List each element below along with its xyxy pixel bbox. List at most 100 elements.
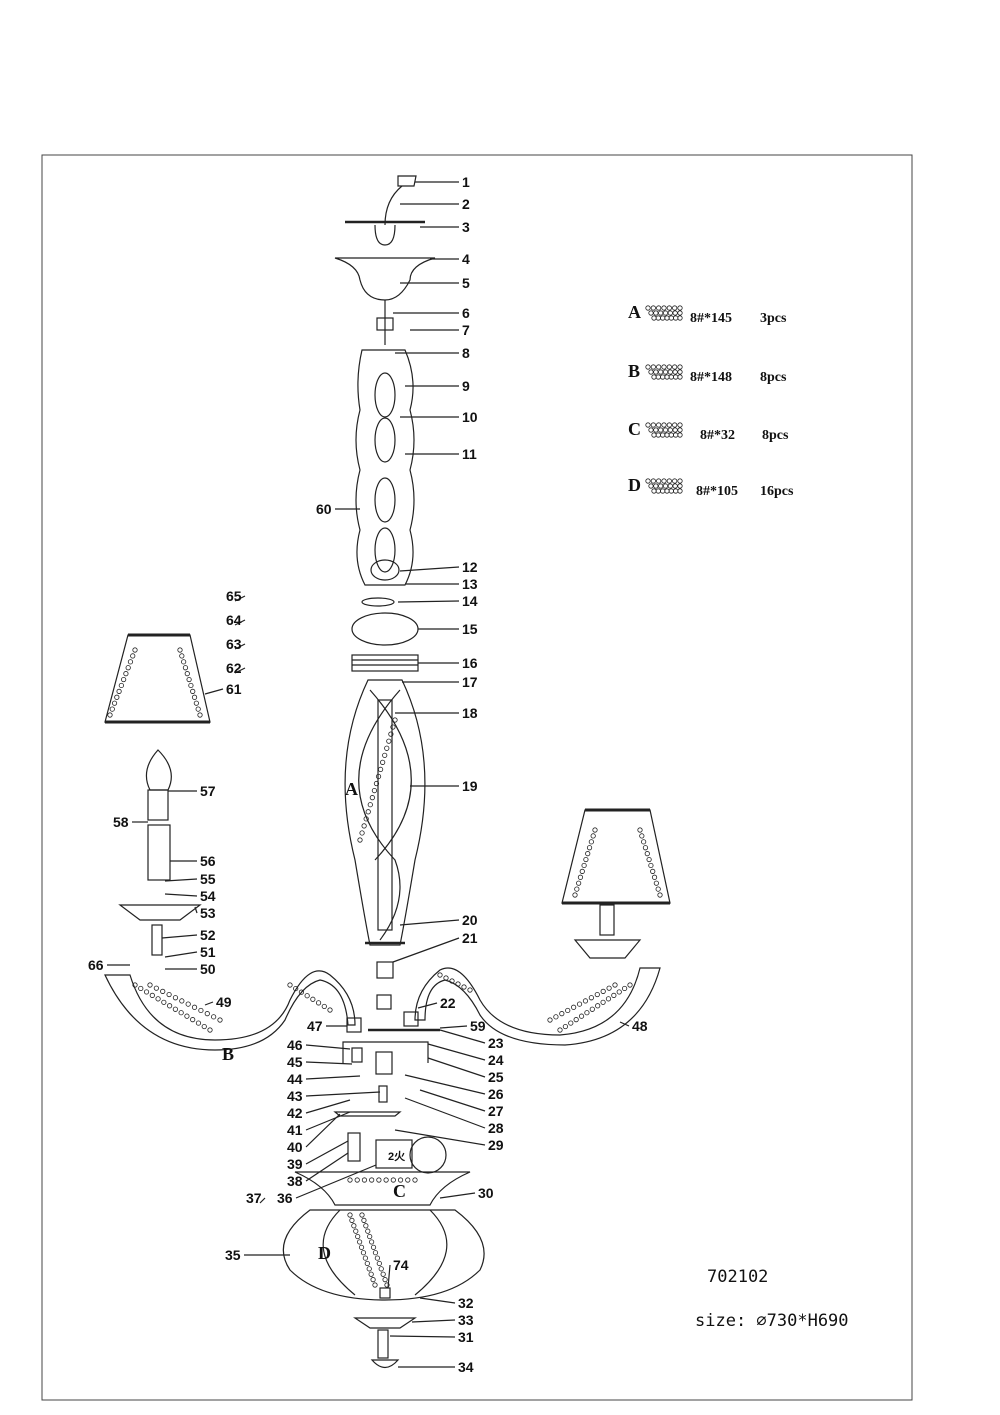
crystal-bead: [217, 1017, 223, 1023]
legend-spec: 8#*32: [700, 428, 735, 443]
crystal-bead: [304, 993, 310, 999]
part-label-52: 52: [161, 927, 216, 943]
crystal-bead: [358, 1244, 365, 1250]
crystal-bead: [375, 773, 382, 780]
crystal-bead: [547, 1017, 553, 1023]
part-number: 21: [462, 930, 478, 946]
part-number: 16: [462, 655, 478, 671]
crystal-bead: [677, 488, 683, 494]
crystal-bead: [650, 305, 656, 311]
part-label-31: 31: [389, 1329, 474, 1345]
crystal-bead: [672, 310, 678, 316]
crystal-bead: [657, 892, 663, 898]
crystal-bead: [355, 1233, 361, 1240]
crystal-bead: [195, 706, 201, 712]
chandelier-parts: [104, 175, 671, 1369]
part-number: 59: [470, 1018, 486, 1034]
crystal-bead: [397, 1177, 404, 1183]
crystal-bead: [293, 985, 299, 992]
crystal-bead: [370, 1244, 377, 1250]
part-label-53: 53: [194, 905, 216, 921]
crystal-bead: [662, 483, 669, 489]
legend-qty: 8pcs: [760, 370, 787, 385]
crystal-bead: [392, 717, 398, 723]
part-label-5: 5: [400, 275, 470, 291]
leader-line: [305, 1111, 351, 1131]
crystal-bead: [347, 1212, 353, 1218]
crystal-bead: [380, 1271, 386, 1277]
crystal-bead: [287, 982, 293, 988]
crystal-bead: [653, 369, 659, 375]
crystal-bead: [677, 427, 683, 433]
crystal-bead: [357, 837, 363, 843]
crystal-bead: [557, 1027, 563, 1033]
part-label-3: 3: [420, 219, 470, 235]
crystal-bead: [143, 989, 150, 995]
crystal-bead: [574, 886, 580, 892]
part-label-60: 60: [316, 501, 360, 517]
crystal-bead: [367, 1233, 373, 1240]
crystal-bead: [672, 422, 678, 428]
crystal-bead: [651, 374, 657, 380]
crystal-bead: [359, 1212, 365, 1218]
part-number: 58: [113, 814, 129, 830]
leader-line: [305, 1140, 349, 1165]
part-label-11: 11: [405, 446, 477, 462]
crystal-bead: [677, 310, 683, 316]
crystal-bead: [114, 694, 120, 700]
part-number: 42: [287, 1105, 303, 1121]
crystal-bead: [664, 488, 670, 494]
part-label-9: 9: [405, 378, 470, 394]
crystal-bead: [190, 688, 196, 694]
crystal-bead: [576, 880, 582, 886]
part-label-51: 51: [164, 944, 216, 960]
crystal-bead: [188, 682, 194, 689]
part-number: 7: [462, 322, 470, 338]
leader-line: [419, 1297, 456, 1304]
crystal-bead: [388, 731, 394, 737]
crystal-bead: [658, 483, 664, 489]
crystal-bead: [369, 1239, 375, 1245]
section-label-C: C: [393, 1181, 406, 1201]
part-label-20: 20: [399, 912, 478, 928]
crystal-bead: [153, 985, 159, 991]
crystal-bead: [653, 427, 659, 433]
leader-line: [161, 934, 198, 939]
crystal-bead: [155, 996, 161, 1002]
crystal-bead: [677, 315, 683, 321]
crystal-bead: [190, 1017, 196, 1023]
part-number: 50: [200, 961, 216, 977]
part-label-29: 29: [394, 1129, 504, 1153]
part-number: 64: [226, 612, 242, 628]
crystal-bead: [191, 1004, 198, 1010]
crystal-bead: [195, 1020, 202, 1026]
crystal-bead: [178, 1010, 184, 1016]
crystal-bead: [651, 874, 658, 880]
leader-line: [389, 1335, 456, 1338]
part-label-7: 7: [410, 322, 470, 338]
crystal-bead: [211, 1014, 217, 1020]
part-label-15: 15: [418, 621, 478, 637]
part-label-40: 40: [287, 1113, 341, 1155]
crystal-bead: [111, 700, 118, 706]
part-number: 38: [287, 1173, 303, 1189]
leader-line: [394, 1129, 486, 1146]
crystal-bead: [553, 1014, 559, 1020]
crystal-bead: [650, 478, 656, 484]
crystal-bead: [361, 823, 367, 829]
section-label-A: A: [345, 779, 358, 799]
crystal-bead: [353, 1228, 359, 1234]
part-label-42: 42: [287, 1099, 351, 1121]
leader-line: [164, 893, 198, 897]
crystal-bead: [359, 830, 365, 836]
crystal-bead: [127, 659, 134, 665]
crystal-bead: [467, 987, 473, 993]
crystal-bead: [672, 483, 678, 489]
crystal-bead: [369, 795, 375, 801]
crystal-bead: [595, 1003, 601, 1009]
crystal-bead: [349, 1217, 355, 1223]
crystal-bead: [656, 478, 662, 484]
part-label-58: 58: [113, 814, 148, 830]
